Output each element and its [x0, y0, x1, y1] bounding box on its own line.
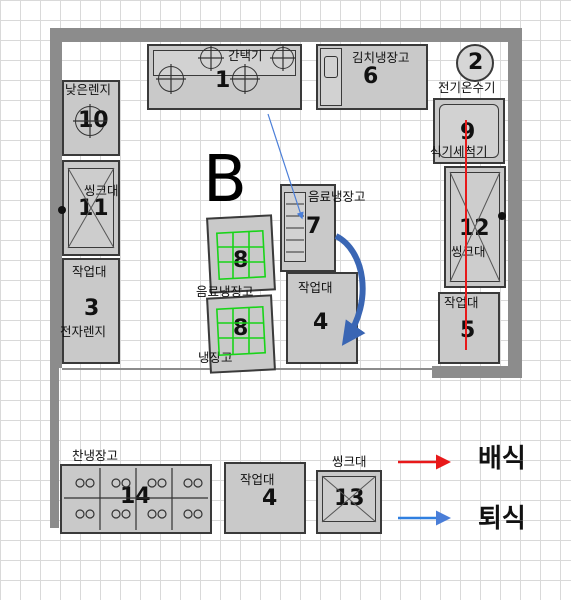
equipment-label-13: 씽크대: [332, 454, 367, 469]
faucet-icon: [498, 212, 506, 220]
equipment-label-3-bottom: 전자렌지: [60, 324, 107, 339]
faucet-icon: [58, 206, 66, 214]
legend-serving-label: 배식: [478, 444, 526, 474]
equipment-work-table-5[interactable]: [438, 292, 500, 364]
equipment-label-3-top: 작업대: [72, 264, 107, 279]
fridge-shelf-panel: [284, 192, 306, 262]
equipment-low-range-10[interactable]: [62, 80, 120, 156]
equipment-water-heater-2[interactable]: [456, 44, 494, 82]
equipment-label-7: 음료냉장고: [308, 189, 366, 204]
equipment-number-1: 1: [215, 68, 231, 93]
equipment-number-2: 2: [468, 50, 484, 75]
zone-label: B: [203, 143, 247, 217]
equipment-label-1: 간택기: [228, 48, 263, 63]
equipment-number-4-lower: 4: [262, 486, 278, 511]
wall-right: [508, 28, 522, 378]
equipment-number-11: 11: [78, 196, 109, 221]
fridge-compartments: [64, 468, 208, 530]
wall-left-lower: [50, 368, 59, 528]
equipment-number-4-upper: 4: [313, 310, 329, 335]
fridge-handle-icon: [324, 56, 338, 78]
equipment-work-table-4-lower[interactable]: [224, 462, 306, 534]
return-route-line: [267, 113, 304, 220]
equipment-number-9: 9: [460, 120, 476, 145]
wall-left-upper: [50, 28, 62, 368]
legend-return-label: 퇴식: [478, 504, 526, 534]
dishwasher-panel: [439, 104, 499, 158]
equipment-label-2: 전기온수기: [438, 80, 496, 95]
wall-bottom-right: [432, 366, 522, 378]
equipment-number-8-top: 8: [233, 248, 249, 273]
equipment-number-14: 14: [120, 484, 151, 509]
equipment-label-8-top: 음료냉장고: [196, 284, 254, 299]
burner-crosses: [73, 45, 296, 138]
equipment-label-14: 찬냉장고: [72, 448, 119, 463]
return-curve-arrow: [334, 233, 366, 346]
wall-top: [50, 28, 522, 42]
equipment-label-12: 씽크대: [451, 244, 486, 259]
equipment-label-6: 김치냉장고: [352, 50, 410, 65]
sink-crosses: [67, 167, 501, 523]
equipment-label-4-lower: 작업대: [240, 472, 275, 487]
equipment-number-6: 6: [363, 64, 379, 89]
green-grid-top: [215, 229, 267, 281]
equipment-number-7: 7: [306, 214, 322, 239]
equipment-work-table-3[interactable]: [62, 258, 120, 364]
equipment-number-3: 3: [84, 296, 100, 321]
equipment-label-4-upper: 작업대: [298, 280, 333, 295]
fridge-shelves: [286, 203, 304, 253]
equipment-label-9: 식기세척기: [430, 144, 488, 159]
equipment-label-10: 낮은렌지: [65, 82, 112, 97]
green-grid-bottom: [215, 305, 267, 357]
equipment-label-5: 작업대: [444, 295, 479, 310]
equipment-number-5: 5: [460, 318, 476, 343]
